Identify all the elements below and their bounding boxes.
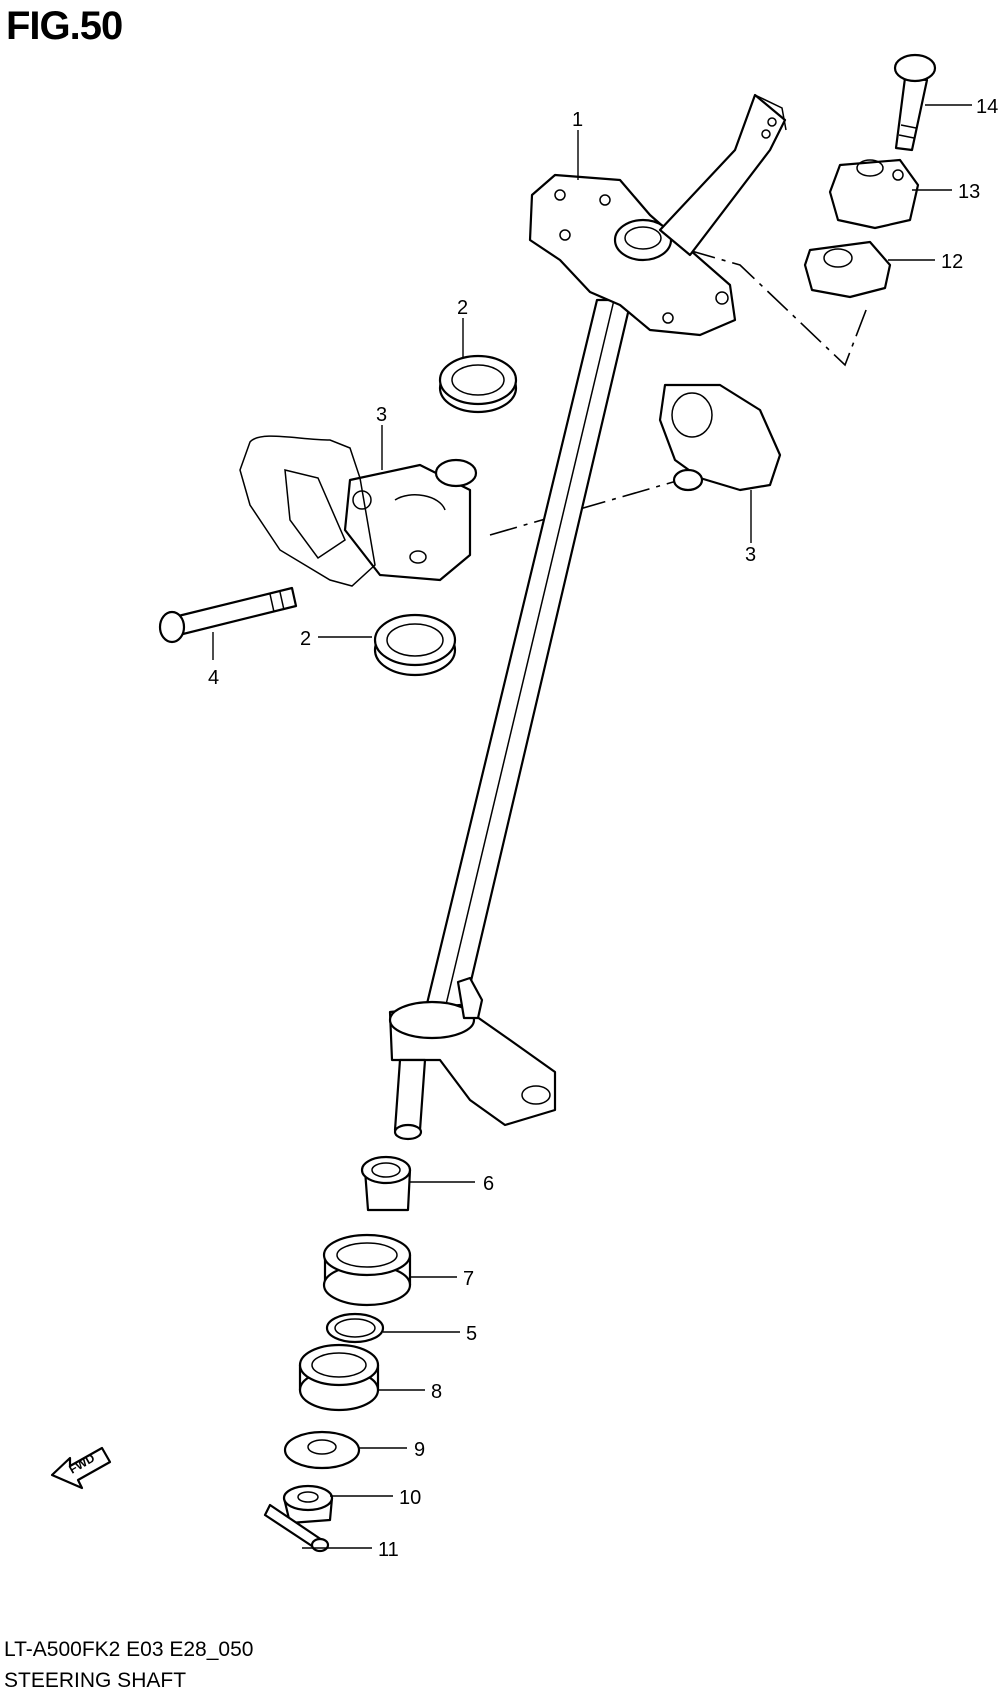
figure-code: LT-A500FK2 E03 E28_050 (4, 1638, 254, 1661)
callout-4: 4 (208, 667, 219, 689)
bush-part-2-upper (438, 354, 518, 414)
callout-5: 5 (466, 1323, 477, 1345)
nut-part-10 (282, 1484, 334, 1525)
fwd-arrow-icon: FWD (50, 1446, 112, 1490)
callout-14: 14 (976, 96, 998, 118)
callout-8: 8 (431, 1381, 442, 1403)
callout-9: 9 (414, 1439, 425, 1461)
steering-shaft-part-1 (388, 93, 787, 1141)
shaft-clamp-part-3-left (343, 458, 478, 582)
bushing-part-6 (360, 1155, 412, 1212)
figure-title: FIG.50 (6, 4, 123, 48)
figure-name: STEERING SHAFT (4, 1669, 187, 1692)
bearing-part-7 (322, 1233, 412, 1307)
bolt-part-4 (158, 586, 298, 644)
callout-13: 13 (958, 181, 980, 203)
callout-2b: 2 (300, 628, 311, 650)
o-ring-part-5 (325, 1312, 385, 1344)
callout-6: 6 (483, 1173, 494, 1195)
bolt-part-14 (893, 53, 937, 152)
assembly-line-holder (687, 249, 869, 367)
callout-3b: 3 (745, 544, 756, 566)
callout-11: 11 (378, 1539, 399, 1561)
assembly-line-clamp (489, 479, 681, 536)
seal-part-8 (298, 1343, 380, 1412)
callout-7: 7 (463, 1268, 474, 1290)
handlebar-holder-lower-part-12 (803, 240, 892, 299)
washer-part-9 (283, 1430, 361, 1470)
callout-3a: 3 (376, 404, 387, 426)
callout-12: 12 (941, 251, 963, 273)
bush-part-2-lower (373, 613, 457, 677)
callout-1: 1 (572, 109, 583, 131)
shaft-clamp-part-3-right (658, 383, 782, 492)
callout-2a: 2 (457, 297, 468, 319)
handlebar-holder-upper-part-13 (828, 158, 920, 230)
callout-10: 10 (399, 1487, 421, 1509)
clip-spring (239, 435, 376, 587)
